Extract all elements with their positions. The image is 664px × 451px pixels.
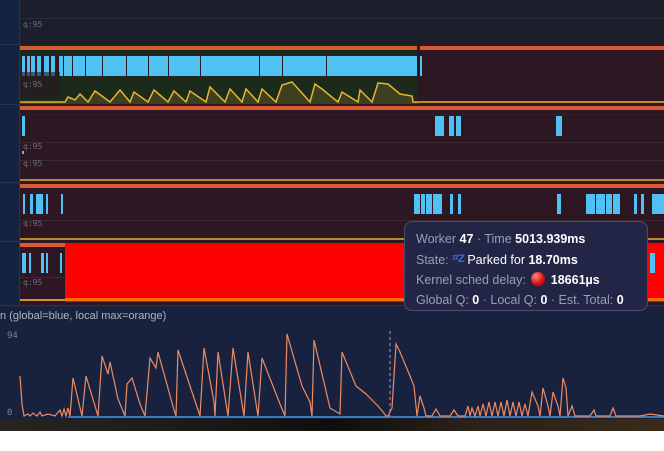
worker-lane-0[interactable]: q:95 — [20, 0, 664, 44]
kernel-delay-value: 18661µs — [550, 273, 600, 287]
tooltip-state-row: State: ᶻᶻZ Parked for 18.70ms — [416, 249, 647, 270]
time-label: Time — [484, 232, 512, 246]
worker-timeline-view: q:95 q:95 — [0, 0, 664, 430]
global-q-label: Global Q: — [416, 293, 469, 307]
lane-2-timeline — [20, 106, 664, 181]
lane-gutter — [0, 0, 20, 305]
queue-label: q:95 — [23, 159, 43, 168]
worker-id: 47 — [459, 232, 474, 246]
gutter-divider — [0, 241, 19, 242]
chart-title: n (global=blue, local max=orange) — [0, 310, 167, 322]
hover-tooltip: Worker 47 · Time 5013.939ms State: ᶻᶻZ P… — [404, 221, 648, 311]
est-total-value: 0 — [616, 293, 624, 307]
state-label: State: — [416, 253, 449, 267]
tooltip-worker-row: Worker 47 · Time 5013.939ms — [416, 229, 647, 249]
lane-3-timeline — [20, 184, 664, 240]
local-q-value: 0 — [540, 293, 548, 307]
lane-divider — [20, 18, 664, 19]
time-value: 5013.939ms — [515, 232, 586, 246]
separator: · — [476, 232, 482, 246]
gutter-divider — [0, 104, 19, 105]
state-text: Parked for — [467, 253, 525, 267]
worker-lane-1[interactable]: q:95 — [20, 44, 664, 104]
queue-label: q:95 — [23, 142, 43, 151]
sleep-zzz-icon: ᶻᶻZ — [452, 253, 465, 265]
queue-depth-chart: n (global=blue, local max=orange) 94 0 — [0, 305, 664, 420]
queue-label: q:95 — [23, 219, 43, 228]
local-q-label: Local Q: — [490, 293, 537, 307]
gutter-divider — [0, 44, 19, 45]
worker-lane-2[interactable]: q:95 q:95 — [20, 104, 664, 182]
queue-label: q:95 — [23, 20, 43, 29]
queue-depth-plot[interactable] — [0, 306, 664, 420]
queue-label: q:95 — [23, 80, 43, 89]
red-circle-icon — [531, 272, 546, 286]
separator: · — [550, 293, 556, 307]
separator: · — [482, 293, 487, 307]
tooltip-kernel-row: Kernel sched delay: 18661µs — [416, 270, 647, 290]
est-total-label: Est. Total: — [558, 293, 614, 307]
queue-label: q:95 — [23, 278, 43, 287]
lane-1-timeline — [20, 44, 664, 104]
y-axis-max-label: 94 — [7, 331, 18, 341]
gutter-divider — [0, 182, 19, 183]
tooltip-queue-row: Global Q: 0 · Local Q: 0 · Est. Total: 0 — [416, 290, 647, 310]
y-axis-min-label: 0 — [7, 408, 13, 418]
kernel-delay-label: Kernel sched delay: — [416, 273, 526, 287]
worker-label: Worker — [416, 232, 457, 246]
state-duration: 18.70ms — [528, 253, 578, 267]
global-q-value: 0 — [472, 293, 480, 307]
background-image-strip — [0, 419, 664, 431]
